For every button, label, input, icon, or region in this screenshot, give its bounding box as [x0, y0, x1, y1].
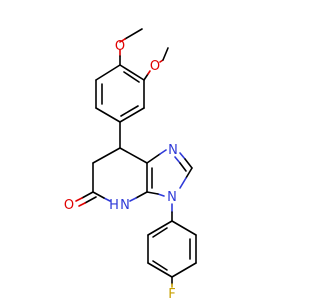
imid-bond-3b	[179, 177, 187, 189]
ring1-bond-3	[119, 107, 145, 123]
atom-o-right: O	[150, 59, 160, 74]
ring1-bond-6	[95, 64, 121, 81]
imid-bond-4b	[146, 191, 159, 195]
lactam-bond-4b	[92, 191, 105, 199]
lactam-bond-4a	[103, 197, 111, 202]
bond-o-right-ring-o	[147, 70, 151, 75]
lactam-bond-6	[92, 147, 121, 164]
atom-o-carbonyl: O	[64, 198, 74, 213]
carbonyl-bond-2b	[78, 202, 86, 207]
ring2-double-2	[152, 260, 168, 271]
bond-methyl-top	[124, 28, 143, 40]
imid-double-b	[179, 162, 187, 172]
bond-o-top-left	[119, 38, 126, 43]
carbonyl-bond-2a	[84, 196, 97, 204]
atom-o-top: O	[115, 39, 125, 54]
carbonyl-bond-1a	[81, 191, 94, 199]
carbonyl-bond-1b	[75, 197, 83, 202]
ring2-bond-4	[147, 262, 173, 278]
ring2-bond-6	[147, 220, 173, 236]
lactam-bond-3b	[129, 197, 137, 202]
imid-bond-3a	[185, 167, 193, 179]
imid-bond-2a	[179, 152, 186, 160]
bond-methyl-right	[162, 47, 169, 61]
imid-bond-4a	[157, 193, 165, 197]
ring2-double-3	[152, 227, 168, 238]
ring2-bond-3	[171, 262, 197, 278]
imid-double-a	[174, 156, 181, 164]
ring1-bond-1	[119, 64, 145, 81]
atom-n-ring: N	[167, 190, 177, 205]
lactam-bond-1	[119, 147, 148, 164]
ring1-bond-4	[95, 107, 121, 123]
lactam-bond-3a	[135, 191, 148, 199]
imid-bond-1a	[146, 153, 161, 164]
atom-f: F	[168, 287, 175, 300]
structure-canvas: O O N N H N O F	[64, 28, 197, 300]
atom-h-amide: H	[109, 198, 119, 213]
imid-bond-1b	[159, 149, 167, 155]
imid-bond-2b	[184, 158, 193, 169]
molecule-structure: O O N N H N O F	[64, 28, 197, 300]
atom-n-imine: N	[168, 143, 178, 158]
ring1-double-1	[123, 71, 140, 83]
ring2-bond-1	[171, 220, 197, 236]
bond-o-right-ring	[143, 73, 149, 81]
atom-n-amide: N	[120, 198, 130, 213]
ring1-double-2	[120, 105, 139, 117]
